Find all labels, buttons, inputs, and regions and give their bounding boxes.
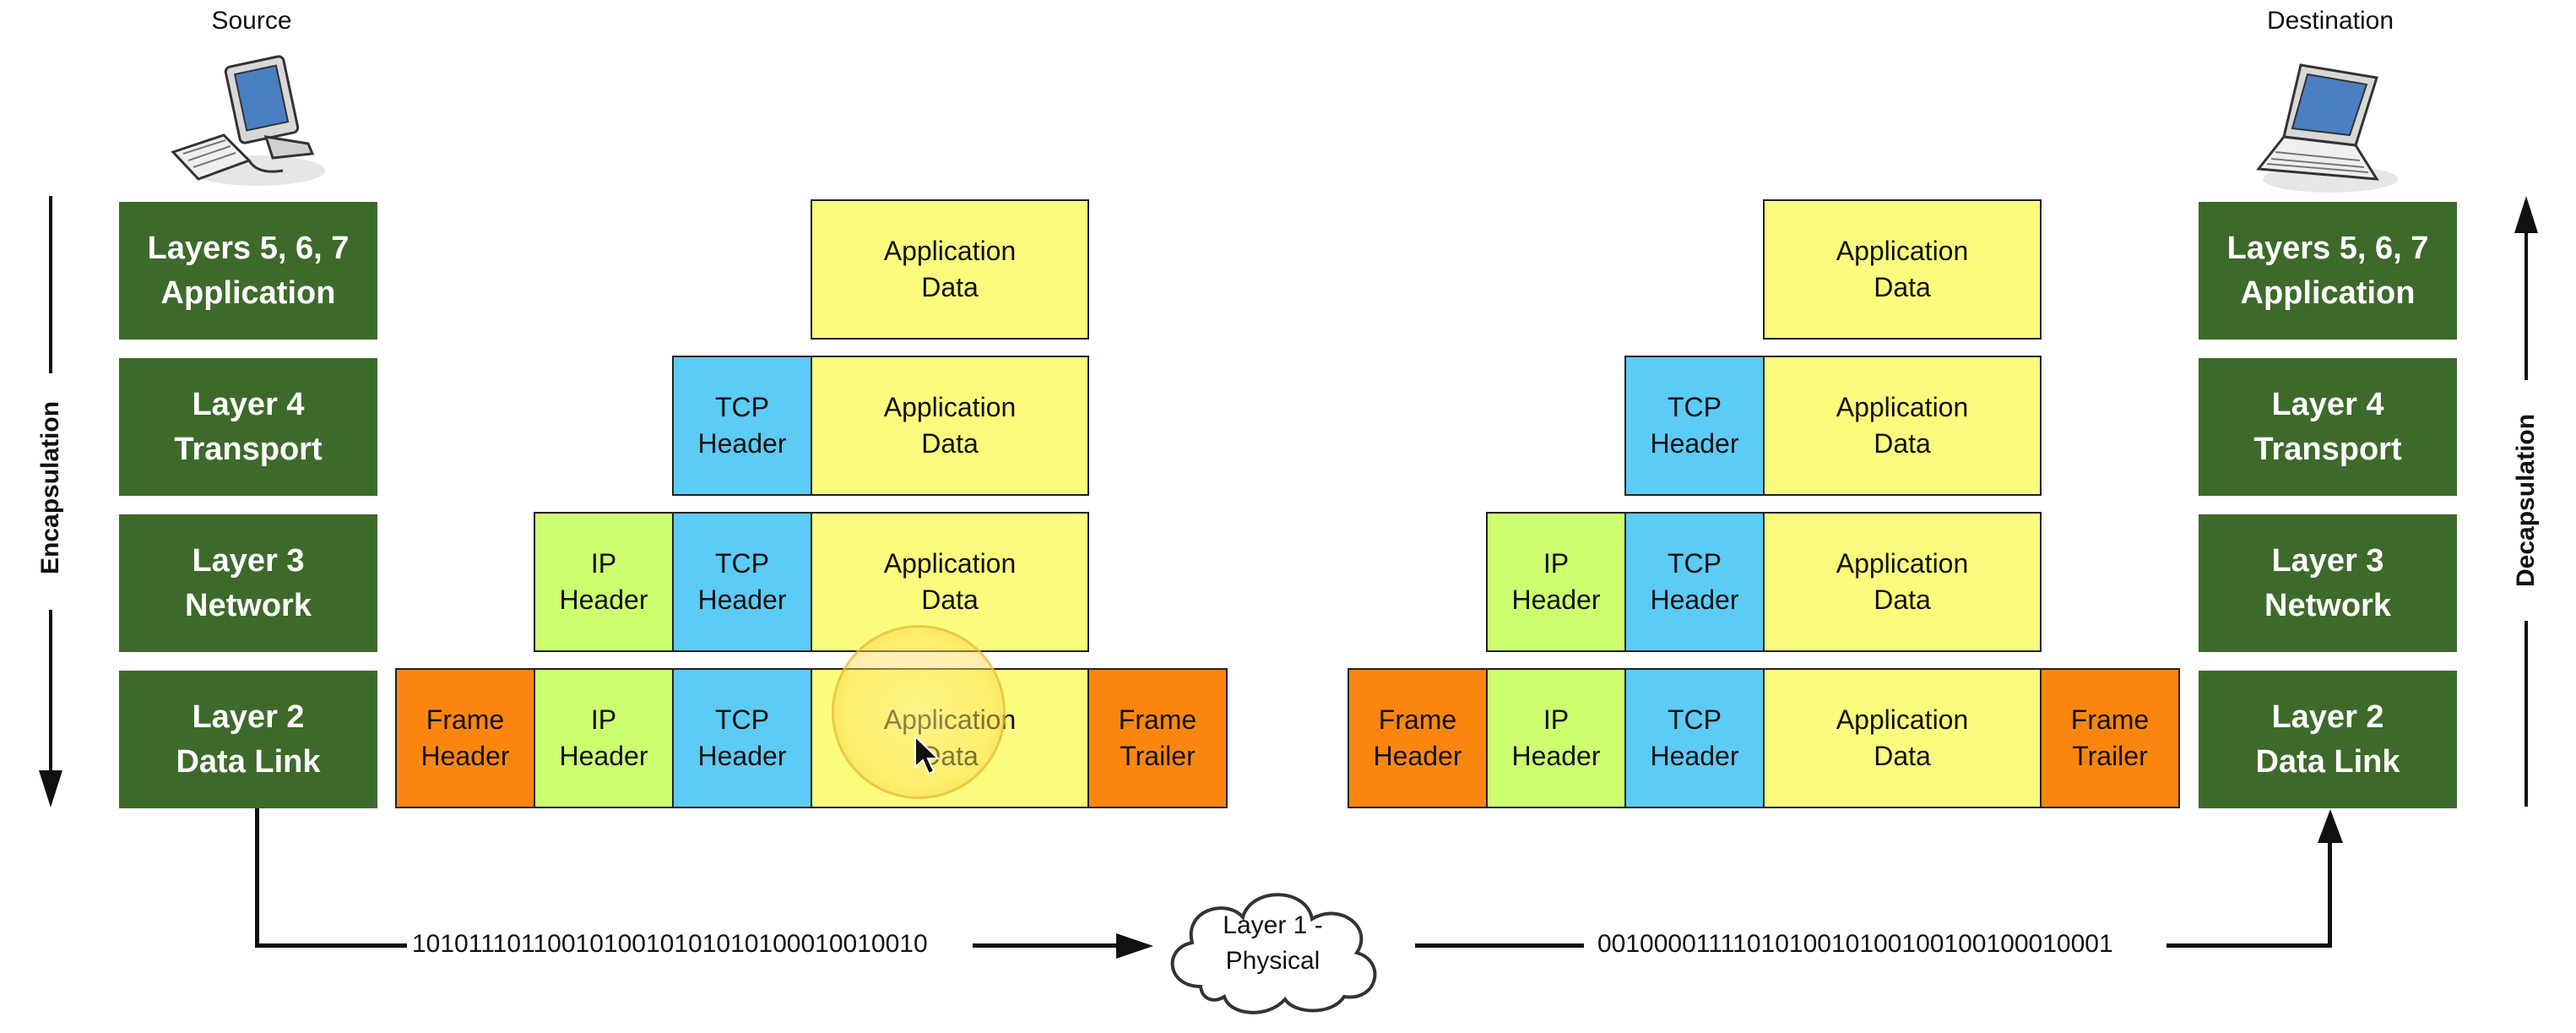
dest-path-from-cloud [1415, 943, 1584, 948]
source-path-vertical [255, 808, 259, 948]
bits-left: 1010111011001010010101010100010010010 [412, 930, 928, 958]
source-layer-data-link: Layer 2 Data Link [119, 671, 377, 808]
dest-path-vertical [2328, 838, 2332, 948]
destination-layer-network: Layer 3 Network [2199, 514, 2457, 652]
layer-title: Layer 3 [192, 543, 305, 579]
decapsulation-arrow-line-bottom [2524, 621, 2528, 807]
destination-layer-transport: Layer 4 Transport [2199, 358, 2457, 496]
physical-layer-label: Layer 1 - Physical [1199, 908, 1347, 979]
decapsulation-arrow-line-top [2524, 228, 2528, 380]
layer-title: Layer 4 [192, 387, 305, 423]
laptop-computer-icon [2256, 63, 2398, 193]
cloud-icon [1170, 893, 1377, 1014]
layer-title: Layer 3 [2271, 543, 2384, 579]
layer-subtitle: Network [185, 587, 312, 623]
layer-subtitle: Application [160, 275, 336, 311]
layer-subtitle: Transport [2253, 431, 2402, 467]
destination-label: Destination [2266, 7, 2394, 35]
layer-title: Layer 2 [192, 699, 305, 736]
arrow-right-icon [1116, 933, 1153, 959]
source-path-to-cloud [973, 943, 1123, 948]
arrow-up-small-icon [2318, 809, 2343, 843]
source-label: Source [211, 7, 292, 35]
bits-right: 0010000111101010010100100100100010001 [1597, 930, 2113, 958]
physical-layer-line2: Physical [1225, 947, 1321, 975]
source-path-horizontal [255, 943, 407, 948]
mouse-cursor-icon [914, 735, 941, 775]
layer-subtitle: Data Link [176, 743, 321, 780]
layer-subtitle: Transport [174, 431, 323, 467]
layer-title: Layer 2 [2271, 699, 2384, 736]
source-layer-application: Layers 5, 6, 7 Application [119, 202, 377, 340]
layer-subtitle: Data Link [2255, 743, 2400, 780]
source-layer-transport: Layer 4 Transport [119, 358, 377, 496]
layer-title: Layer 4 [2271, 387, 2384, 423]
destination-layer-data-link: Layer 2 Data Link [2199, 671, 2457, 808]
encapsulation-arrow-line-bottom [49, 610, 52, 779]
decapsulation-label: Decapsulation [2512, 413, 2540, 587]
arrow-down-icon [39, 770, 62, 807]
layer-subtitle: Network [2264, 587, 2391, 623]
desktop-computer-icon [171, 55, 325, 186]
arrow-up-icon [2514, 196, 2538, 233]
layer-title: Layers 5, 6, 7 [2226, 231, 2429, 267]
physical-layer-line1: Layer 1 - [1223, 911, 1323, 939]
source-layer-network: Layer 3 Network [119, 514, 377, 652]
layer-title: Layers 5, 6, 7 [147, 231, 350, 267]
cursor-highlight [832, 625, 1006, 799]
dest-path-horizontal [2167, 943, 2332, 948]
encapsulation-label: Encapsulation [36, 400, 64, 574]
destination-layer-application: Layers 5, 6, 7 Application [2199, 202, 2457, 340]
encapsulation-arrow-line-top [49, 196, 52, 373]
layer-subtitle: Application [2240, 275, 2416, 311]
